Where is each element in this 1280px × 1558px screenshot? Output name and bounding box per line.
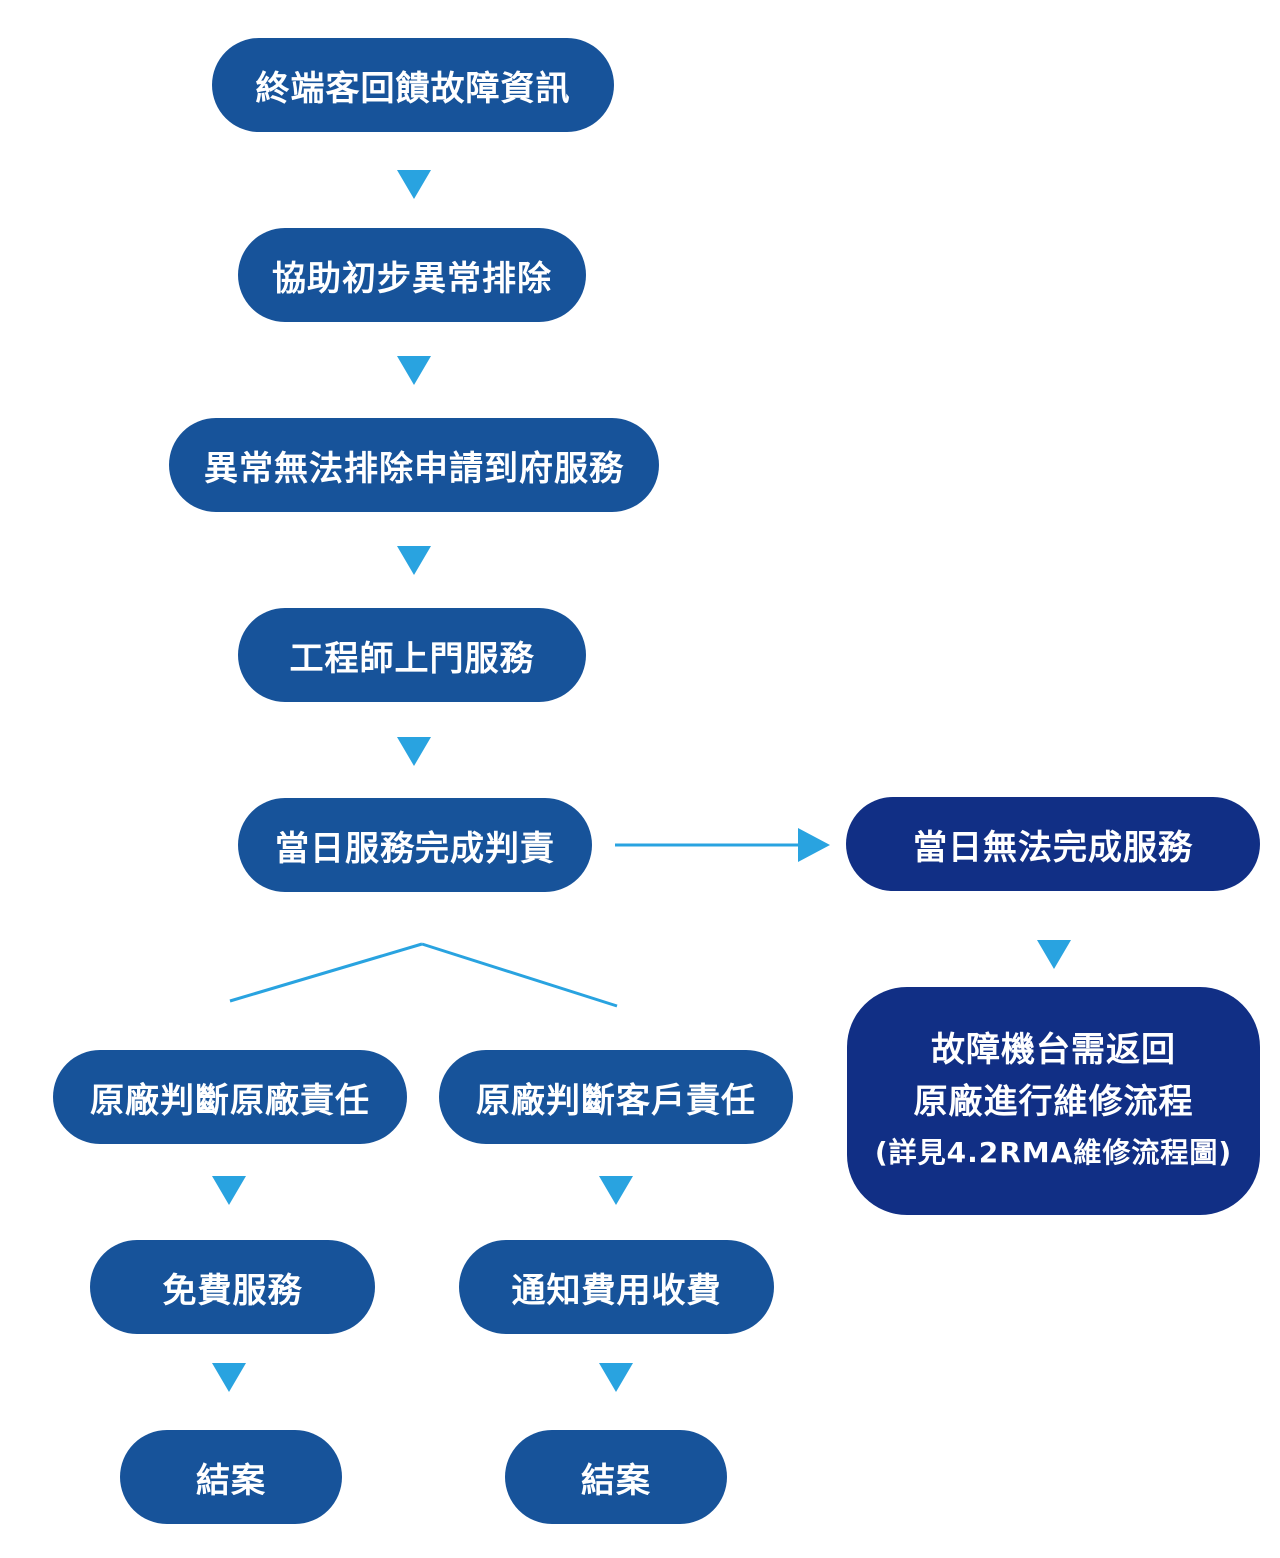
node-case-closed-left: 結案 bbox=[120, 1430, 342, 1524]
node-notify-charge: 通知費用收費 bbox=[459, 1240, 774, 1334]
horizontal-arrow-head bbox=[798, 828, 830, 862]
node-case-closed-right: 結案 bbox=[505, 1430, 727, 1524]
down-arrow-2 bbox=[397, 356, 431, 385]
down-arrow-left-2 bbox=[212, 1363, 246, 1392]
node-factory-responsibility: 原廠判斷原廠責任 bbox=[53, 1050, 407, 1144]
node-feedback: 終端客回饋故障資訊 bbox=[212, 38, 614, 132]
node-customer-responsibility: 原廠判斷客戶責任 bbox=[439, 1050, 793, 1144]
node-onsite-request: 異常無法排除申請到府服務 bbox=[169, 418, 659, 512]
node-same-day-assessment: 當日服務完成判責 bbox=[238, 798, 592, 892]
branch-line-right bbox=[421, 942, 618, 1008]
return-line-1: 故障機台需返回 bbox=[931, 1030, 1176, 1070]
down-arrow-4 bbox=[397, 737, 431, 766]
node-free-service: 免費服務 bbox=[90, 1240, 375, 1334]
return-line-2: 原廠進行維修流程 bbox=[913, 1082, 1194, 1122]
return-line-3: (詳見4.2RMA維修流程圖) bbox=[874, 1136, 1233, 1169]
down-arrow-3 bbox=[397, 546, 431, 575]
node-not-completed: 當日無法完成服務 bbox=[846, 797, 1260, 891]
node-engineer-visit: 工程師上門服務 bbox=[238, 608, 586, 702]
node-initial-troubleshoot: 協助初步異常排除 bbox=[238, 228, 586, 322]
down-arrow-mid-1 bbox=[599, 1176, 633, 1205]
down-arrow-left-1 bbox=[212, 1176, 246, 1205]
branch-line-left bbox=[229, 942, 423, 1003]
down-arrow-mid-2 bbox=[599, 1363, 633, 1392]
node-return-for-repair: 故障機台需返回 原廠進行維修流程 (詳見4.2RMA維修流程圖) bbox=[847, 987, 1260, 1215]
down-arrow-right bbox=[1037, 940, 1071, 969]
down-arrow-1 bbox=[397, 170, 431, 199]
